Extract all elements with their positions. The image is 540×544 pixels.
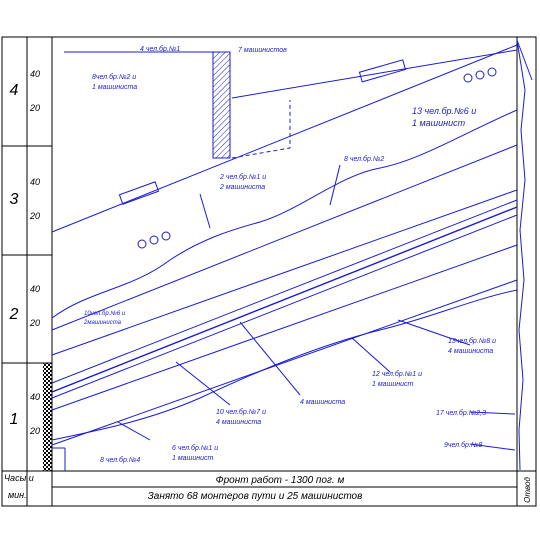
annotation-a13: 8 чел.бр.№4: [100, 456, 140, 464]
annotation-a4b: 1 машинист: [412, 118, 466, 128]
top-line-2: [231, 49, 518, 99]
annotation-a14: 17 чел.бр.№2,3: [436, 409, 486, 417]
minute-tick-40: 40: [30, 284, 40, 294]
line-c: [51, 189, 518, 356]
annotation-a8b: 4 машиниста: [448, 348, 493, 355]
outer-frame: [1, 36, 537, 507]
leader-5: [117, 421, 151, 441]
annotation-a2: 7 машинистов: [238, 47, 287, 54]
leader-9: [329, 164, 341, 206]
front-text: Фронт работ - 1300 пог. м: [216, 474, 345, 486]
line-d: [51, 199, 518, 384]
annotation-a3a: 8чел.бр.№2 и: [92, 73, 136, 81]
hatched-post-1: [212, 51, 231, 159]
minute-tick-40: 40: [30, 69, 40, 79]
crew-wave-1: [51, 109, 518, 319]
hatched-marker: [43, 363, 52, 471]
leader-1: [397, 319, 471, 346]
annotation-a12a: 6 чел.бр.№1 и: [172, 444, 218, 452]
line-g: [51, 244, 518, 411]
leader-6: [469, 411, 516, 415]
hour-label-1: 1: [10, 411, 19, 428]
machine-icon: [118, 59, 497, 249]
right-track-branch: [516, 39, 533, 81]
leader-3: [239, 321, 301, 396]
hour-label-2: 2: [9, 306, 19, 323]
hours-header-bottom: мин.: [8, 490, 27, 500]
line-a: [51, 44, 518, 233]
leader-4: [175, 361, 231, 406]
crew-wave-2: [51, 289, 518, 441]
annotation-a8a: 13чел.бр.№8 и: [448, 337, 496, 345]
hour-label-4: 4: [10, 82, 19, 99]
minute-tick-20: 20: [29, 426, 40, 436]
minute-tick-20: 20: [29, 318, 40, 328]
line-f: [51, 214, 518, 399]
annotation-a5: 8 чел.бр.№2: [344, 155, 384, 163]
minute-tick-40: 40: [30, 177, 40, 187]
annotation-a6b: 2 машиниста: [219, 184, 265, 191]
minute-tick-20: 20: [29, 103, 40, 113]
line-h: [51, 279, 518, 446]
annotation-a15: 9чел.бр.№8: [444, 441, 482, 449]
annotation-a7b: 2машиниста: [83, 320, 122, 326]
annotation-a12b: 1 машинист: [172, 455, 213, 462]
leader-7: [469, 443, 516, 451]
dashed-connector: [231, 100, 291, 159]
right-track-line: [516, 39, 526, 471]
side-label: Отвод: [523, 477, 532, 503]
line-e: [51, 206, 518, 393]
annotation-a9a: 12 чел.бр.№1 и: [372, 370, 422, 378]
minute-tick-40: 40: [30, 392, 40, 402]
leader-8: [199, 193, 211, 229]
minute-tick-20: 20: [29, 211, 40, 221]
annotation-a11a: 10 чел.бр.№7 и: [216, 408, 266, 416]
hours-header-top: Часы и: [4, 473, 34, 483]
occupied-text: Занято 68 монтеров пути и 25 машинистов: [148, 491, 363, 502]
annotation-a3b: 1 машиниста: [92, 84, 137, 91]
hour-label-3: 3: [10, 191, 19, 208]
annotation-a4a: 13 чел.бр.№6 и: [412, 106, 476, 116]
annotation-a11b: 4 машиниста: [216, 419, 261, 426]
line-b: [51, 144, 518, 331]
leader-2: [351, 337, 391, 373]
annotation-a1: 4 чел.бр.№1: [140, 45, 180, 53]
annotation-a9b: 1 машинист: [372, 381, 413, 388]
annotation-a7a: 10чел.бр.№6 и: [84, 310, 126, 317]
annotation-a6a: 2 чел.бр.№1 и: [219, 173, 266, 181]
annotation-a10: 4 машиниста: [300, 399, 345, 406]
